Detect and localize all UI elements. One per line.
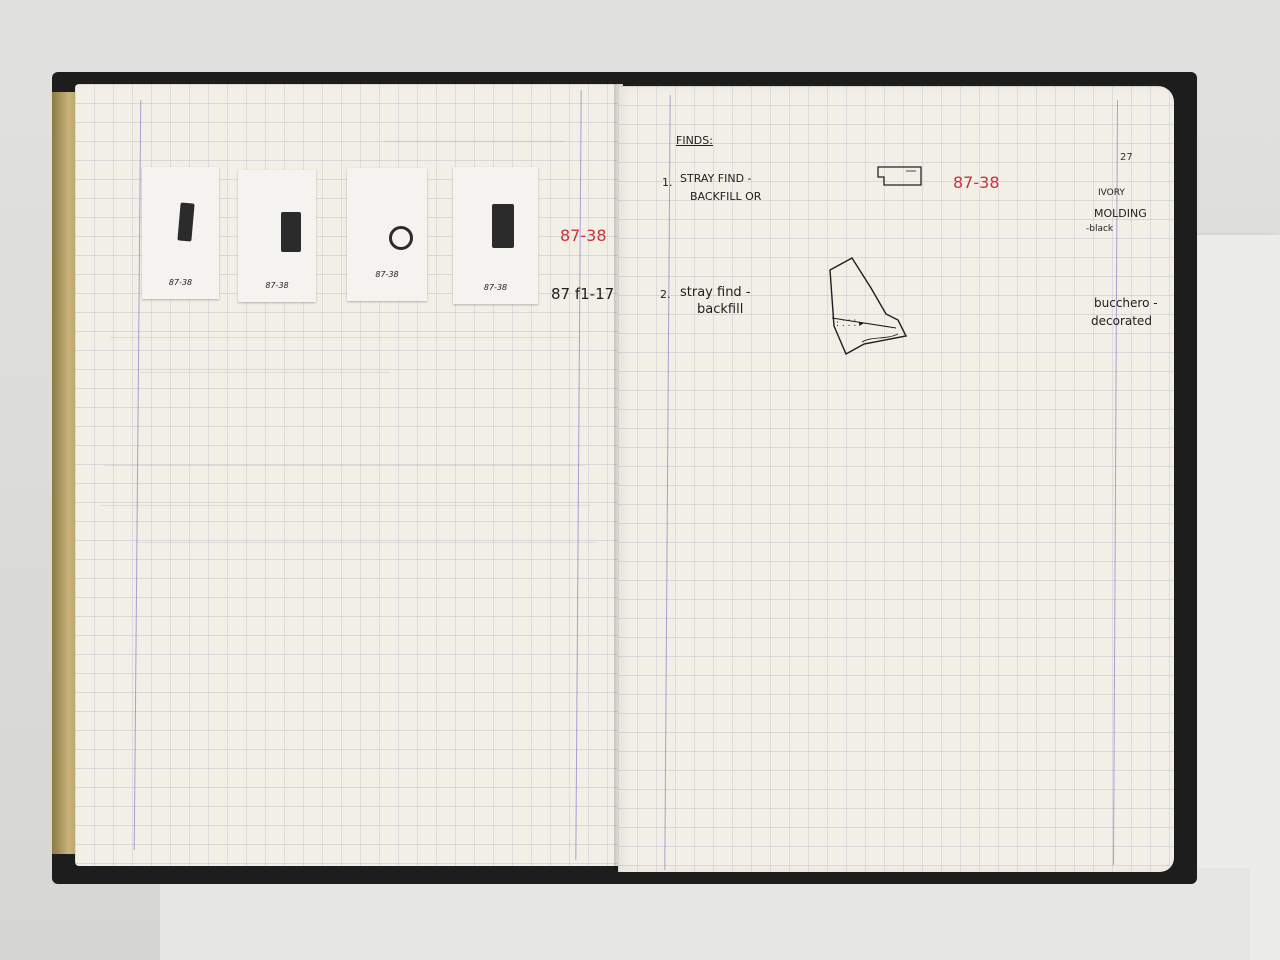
inventory-number: 87 f1-17 [551,285,615,303]
bleed-through-line [100,505,590,506]
photo-label: 87-38 [375,270,399,279]
photo-label: 87-38 [265,281,289,290]
photo-label: 87-38 [483,283,508,292]
artifact-image [389,226,413,250]
bleed-through-line [105,465,585,466]
find-description: backfill [697,302,744,317]
artifact-image [177,202,195,242]
artifact-photo: 87-38 [238,170,316,302]
bleed-through-line [135,542,595,543]
find-note: -black [1086,224,1114,234]
finds-heading: FINDS: [676,134,713,147]
right-page [618,86,1174,872]
find-description: BACKFILL OR [690,190,762,203]
bleed-through-line [110,337,580,338]
inventory-number: 87-38 [560,226,607,245]
artifact-photo: 87-38 [453,167,538,304]
ivory-molding-sketch [877,166,922,186]
svg-text:: ⁚ ⁚ ⁚ ▸: : ⁚ ⁚ ⁚ ▸ [836,319,864,329]
artifact-image [281,212,301,252]
find-description: STRAY FIND - [680,172,752,185]
find-number: 2. [660,288,671,301]
find-note: decorated [1091,314,1152,328]
bleed-through-line [140,372,390,373]
artifact-photo: 87-38 [142,167,219,299]
find-description: stray find - [680,285,751,300]
find-note: bucchero - [1094,296,1158,310]
page-number: 27 [1120,152,1133,163]
artifact-image [492,204,514,248]
bleed-through-line [385,141,565,142]
inventory-number: 87-38 [953,173,1000,192]
photo-label: 87-38 [168,278,193,287]
find-number: 1. [662,176,673,189]
find-note: IVORY [1098,188,1125,198]
artifact-photo: 87-38 [347,168,427,301]
find-note: MOLDING [1094,207,1147,220]
bucchero-sherd-sketch: : ⁚ ⁚ ⁚ ▸ [829,257,908,355]
